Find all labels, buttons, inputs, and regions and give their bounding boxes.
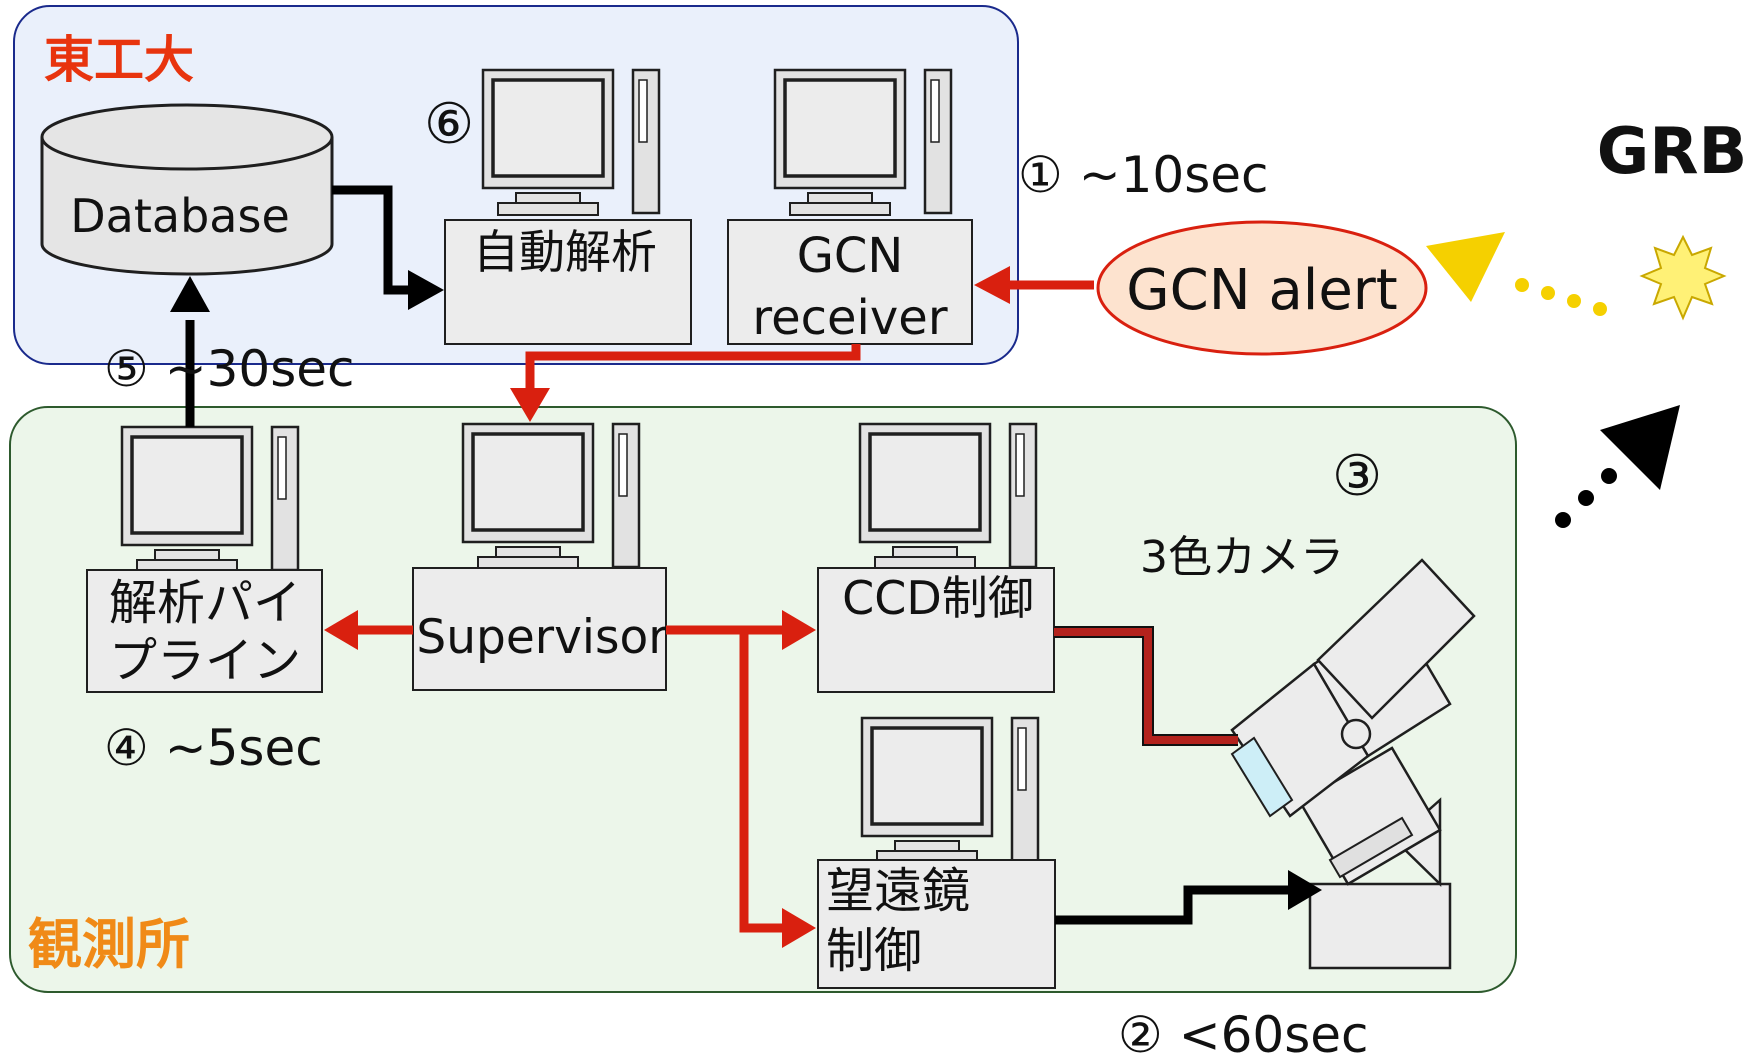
supervisor-to-ccd-arrowhead — [782, 610, 816, 650]
pipeline-to-database-arrowhead — [170, 276, 210, 312]
observation-black-arrow — [1555, 405, 1680, 528]
gcn-alert-bubble — [1096, 220, 1428, 356]
receiver-to-supervisor-arrowhead — [510, 388, 550, 422]
database-cylinder — [40, 103, 334, 276]
database-to-analysis-line — [332, 185, 412, 295]
ccd-control-label: CCD制御 — [842, 571, 1034, 625]
gcn-receiver-label-line2: receiver — [752, 290, 947, 346]
database-to-analysis-arrowhead — [408, 270, 444, 310]
supervisor-to-telescope-line — [739, 630, 784, 933]
step-4-label: ④ ~5sec — [104, 719, 323, 777]
supervisor-label: Supervisor — [416, 610, 668, 665]
step-5-label: ⑤ ~30sec — [104, 340, 355, 398]
observatory-label: 観測所 — [28, 913, 190, 976]
pipeline-label-line1: 解析パイ — [109, 575, 301, 631]
observatory-region — [9, 406, 1517, 993]
alert-to-receiver-arrowhead — [974, 266, 1010, 304]
telescope-control-box — [817, 859, 1056, 989]
camera-label: 3色カメラ — [1140, 532, 1344, 583]
gcn-receiver-label-line1: GCN — [797, 228, 904, 284]
telescope-control-label-line2: 制御 — [826, 923, 922, 979]
titech-label: 東工大 — [44, 31, 194, 89]
grb-burst-icon — [1639, 234, 1727, 321]
pipeline-box — [86, 569, 323, 693]
supervisor-box — [412, 567, 667, 691]
step-3-label: ③ — [1332, 444, 1382, 509]
gcn-alert-label: GCN alert — [1126, 258, 1398, 323]
database-label: Database — [70, 189, 290, 243]
telescope-control-label-line1: 望遠鏡 — [826, 863, 970, 919]
pipeline-label-line2: プライン — [109, 633, 301, 689]
step-2-label: ② <60sec — [1118, 1006, 1369, 1061]
control-to-telescope-line — [1055, 885, 1290, 925]
supervisor-to-pipeline-arrowhead — [324, 610, 358, 650]
connections — [170, 185, 1322, 948]
ccd-control-box — [817, 567, 1055, 693]
camera-icon — [1230, 558, 1476, 818]
gcn-receiver-box — [727, 219, 973, 345]
grb-signal-yellow-arrow — [1426, 232, 1607, 316]
auto-analysis-box — [444, 219, 692, 345]
receiver-to-supervisor-line — [525, 344, 861, 390]
step-6-label: ⑥ — [424, 92, 474, 157]
auto-analysis-label: 自動解析 — [473, 225, 657, 279]
step-1-label: ① ~10sec — [1018, 146, 1269, 204]
supervisor-to-telescope-arrowhead — [782, 908, 816, 948]
control-to-telescope-arrowhead — [1288, 870, 1322, 910]
grb-label: GRB — [1597, 115, 1748, 189]
